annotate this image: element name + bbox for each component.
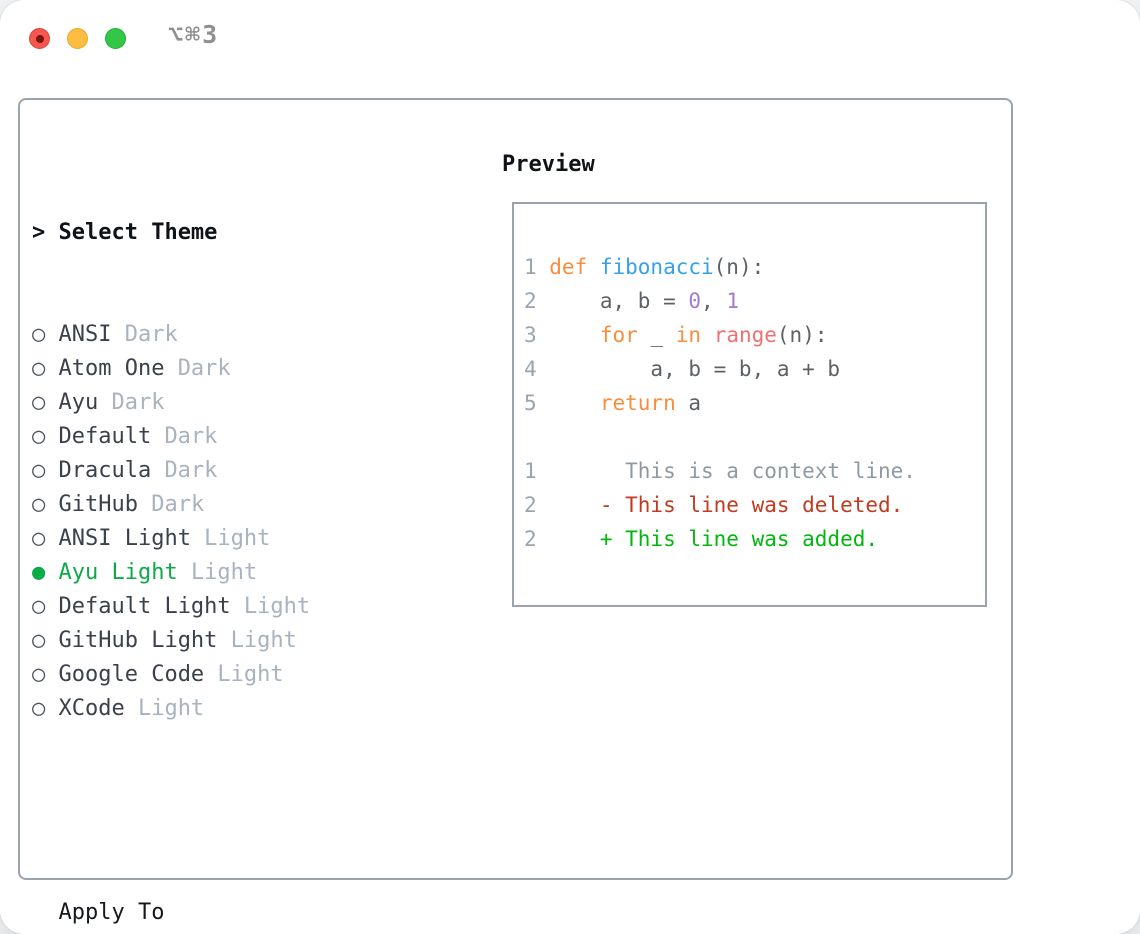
line-number: 4 [524,357,537,381]
line-number: 1 [524,459,537,483]
theme-variant-tag: Light [204,526,271,551]
focus-caret-icon: > [32,220,46,245]
radio-unselected-icon: ○ [32,356,46,381]
theme-name: GitHub [58,492,138,517]
theme-variant-tag: Light [217,662,284,687]
theme-variant-tag: Dark [111,390,165,415]
preview-line-code: 5 return a [524,386,916,420]
minimize-button[interactable] [67,28,88,49]
theme-variant-tag: Dark [124,322,178,347]
theme-item-default[interactable]: ○ Default Dark [32,420,403,454]
line-number: 2 [524,289,537,313]
theme-variant-tag: Dark [164,458,218,483]
theme-name: Default Light [58,594,231,619]
radio-unselected-icon: ○ [32,594,46,619]
radio-unselected-icon: ○ [32,526,46,551]
radio-unselected-icon: ○ [32,458,46,483]
theme-variant-tag: Light [243,594,311,619]
theme-name: Google Code [58,662,205,687]
theme-name: ANSI [58,322,112,347]
close-button[interactable] [29,28,50,49]
radio-selected-icon: ● [32,560,46,585]
unsaved-dot-icon [35,34,44,43]
line-number: 3 [524,323,537,347]
theme-name: ANSI Light [58,526,191,551]
theme-item-ansi[interactable]: ○ ANSI Dark [32,318,403,352]
select-theme-title: Select Theme [58,220,218,245]
preview-line-blank [524,420,916,454]
line-number: 2 [524,527,537,551]
theme-name: GitHub Light [58,628,218,653]
theme-item-ansi-light[interactable]: ○ ANSI Light Light [32,522,403,556]
window-shortcut-label: ⌥⌘3 [168,20,220,49]
line-number: 1 [524,255,537,279]
radio-unselected-icon: ○ [32,322,46,347]
preview-line-deleted: 2 - This line was deleted. [524,488,916,522]
spacer [32,794,403,828]
theme-variant-tag: Dark [164,424,218,449]
preview-line-context: 1 This is a context line. [524,454,916,488]
preview-title: Preview [502,152,595,177]
theme-name: Ayu Light [58,560,178,585]
preview-line-code: 3 for _ in range(n): [524,318,916,352]
theme-variant-tag: Light [230,628,297,653]
theme-name: Default [58,424,152,449]
theme-item-atom-one[interactable]: ○ Atom One Dark [32,352,403,386]
theme-item-dracula[interactable]: ○ Dracula Dark [32,454,403,488]
theme-name: Dracula [58,458,152,483]
radio-unselected-icon: ○ [32,696,46,721]
theme-variant-tag: Light [190,560,258,585]
theme-item-xcode[interactable]: ○ XCode Light [32,692,403,726]
theme-item-github-light[interactable]: ○ GitHub Light Light [32,624,403,658]
apply-to-header: Apply To [58,900,165,925]
titlebar: ⌥⌘3 [0,0,1140,98]
theme-variant-tag: Dark [177,356,231,381]
theme-item-github[interactable]: ○ GitHub Dark [32,488,403,522]
select-theme-header: > Select Theme [32,216,403,250]
preview-line-code: 2 a, b = 0, 1 [524,284,916,318]
radio-unselected-icon: ○ [32,390,46,415]
line-number: 2 [524,493,537,517]
radio-unselected-icon: ○ [32,424,46,449]
traffic-lights [29,28,126,49]
maximize-button[interactable] [105,28,126,49]
theme-item-default-light[interactable]: ○ Default Light Light [32,590,403,624]
theme-name: XCode [58,696,125,721]
radio-unselected-icon: ○ [32,662,46,687]
theme-variant-tag: Light [137,696,205,721]
line-number: 5 [524,391,537,415]
theme-name: Ayu [58,390,99,415]
theme-item-ayu[interactable]: ○ Ayu Dark [32,386,403,420]
radio-unselected-icon: ○ [32,492,46,517]
preview-line-added: 2 + This line was added. [524,522,916,556]
radio-unselected-icon: ○ [32,628,46,653]
preview-line-code: 4 a, b = b, a + b [524,352,916,386]
theme-item-google-code[interactable]: ○ Google Code Light [32,658,403,692]
theme-variant-tag: Dark [151,492,205,517]
theme-item-ayu-light[interactable]: ● Ayu Light Light [32,556,403,590]
theme-name: Atom One [58,356,165,381]
